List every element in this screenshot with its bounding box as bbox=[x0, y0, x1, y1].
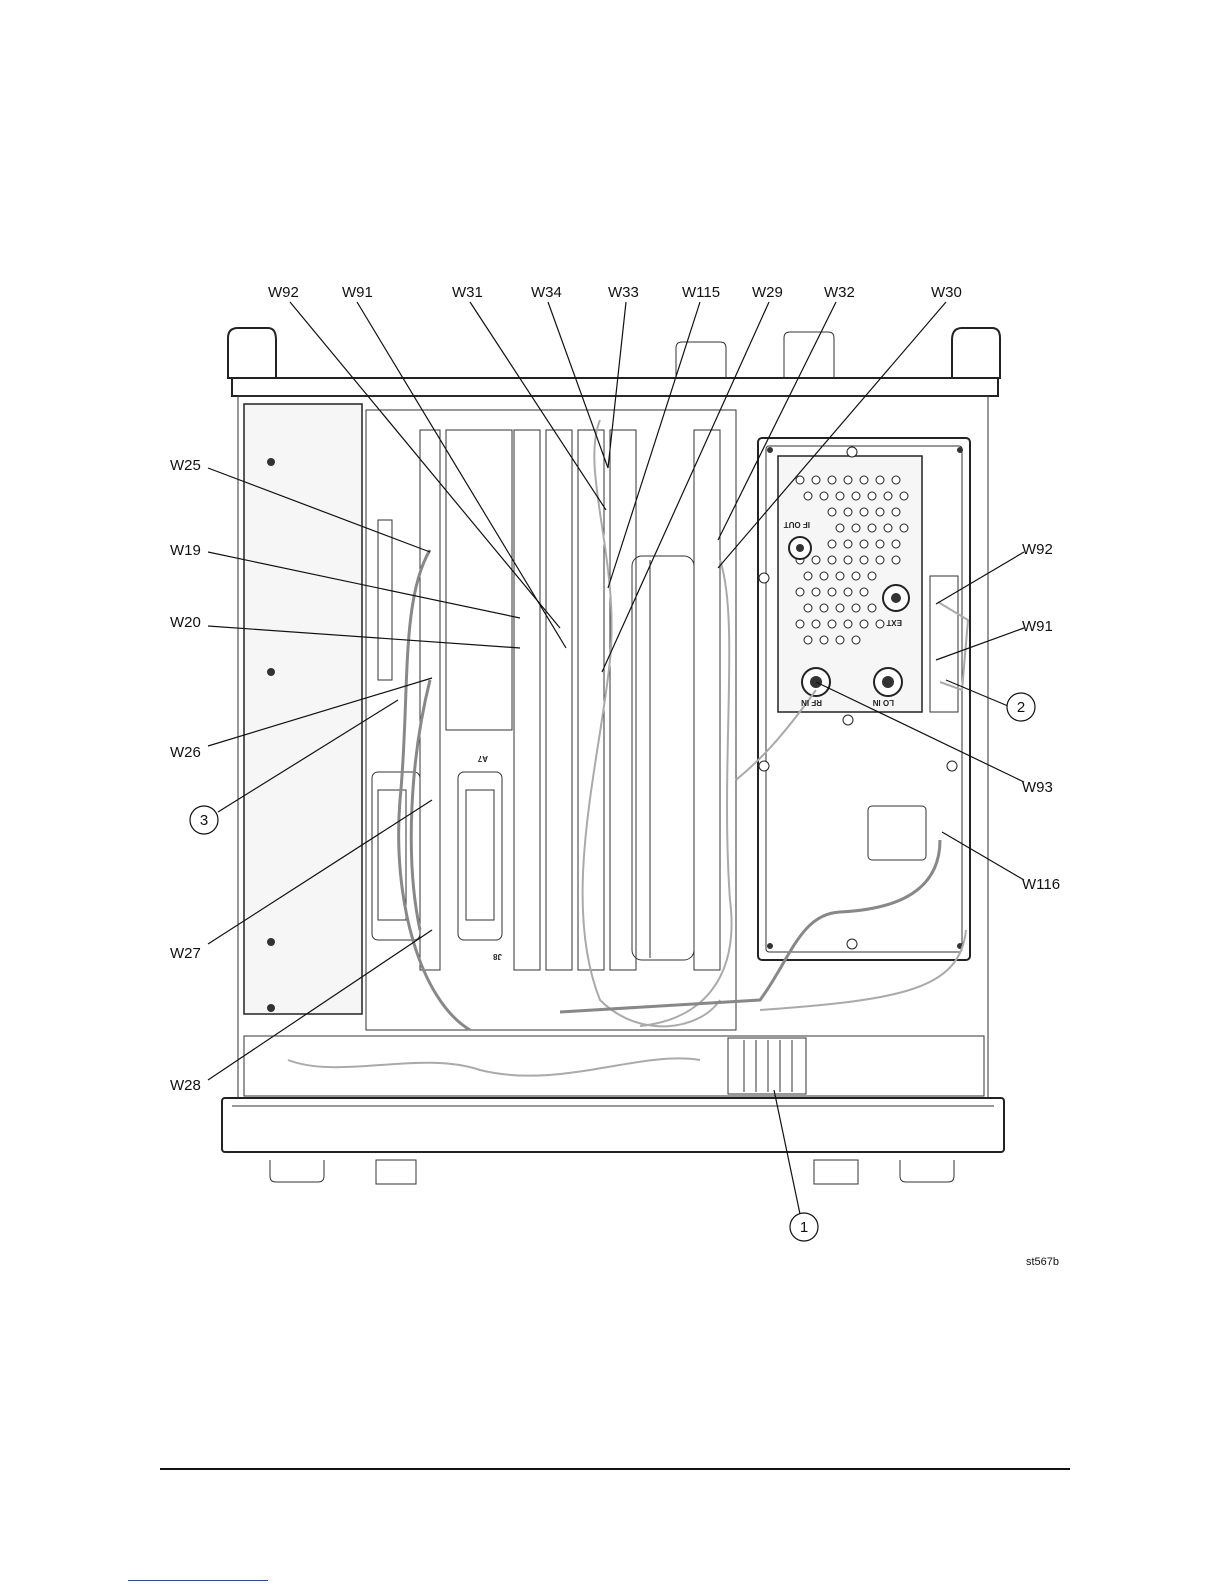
callout-circle-1: 1 bbox=[790, 1213, 818, 1241]
callout-w115: W115 bbox=[682, 284, 720, 301]
callout-w33: W33 bbox=[608, 284, 639, 301]
label-ext: EXT bbox=[886, 618, 902, 627]
callout-w30: W30 bbox=[931, 284, 962, 301]
top-callouts: W92 W91 W31 W34 W33 W115 W29 W32 W30 bbox=[268, 284, 962, 301]
bottom-link-underline bbox=[128, 1580, 268, 1581]
figure-id: st567b bbox=[1026, 1256, 1059, 1268]
callout-w116: W116 bbox=[1022, 876, 1060, 893]
callout-circle-2: 2 bbox=[1007, 693, 1035, 721]
callout-w26: W26 bbox=[170, 744, 201, 761]
callout-w27: W27 bbox=[170, 945, 201, 962]
instrument-chassis bbox=[222, 328, 1004, 1184]
callout-w29: W29 bbox=[752, 284, 783, 301]
callout-w91-top: W91 bbox=[342, 284, 373, 301]
callout-number-2: 2 bbox=[1017, 699, 1025, 716]
label-lo-in: LO IN bbox=[872, 698, 894, 707]
callout-w32: W32 bbox=[824, 284, 855, 301]
callout-w92-top: W92 bbox=[268, 284, 299, 301]
callout-w91-right: W91 bbox=[1022, 618, 1053, 635]
callout-w20: W20 bbox=[170, 614, 201, 631]
label-rf-in: RF IN bbox=[801, 698, 822, 707]
callout-w28: W28 bbox=[170, 1077, 201, 1094]
callout-w92-right: W92 bbox=[1022, 541, 1053, 558]
left-callouts: W25 W19 W20 W26 W27 W28 bbox=[170, 457, 201, 1094]
callout-number-3: 3 bbox=[200, 812, 208, 829]
callout-w25: W25 bbox=[170, 457, 201, 474]
label-if-out: IF OUT bbox=[784, 520, 810, 529]
callout-number-1: 1 bbox=[800, 1219, 808, 1236]
callout-circle-3: 3 bbox=[190, 806, 218, 834]
label-j8: J8 bbox=[493, 952, 502, 961]
callout-w34: W34 bbox=[531, 284, 562, 301]
callout-w93: W93 bbox=[1022, 779, 1053, 796]
callout-w31: W31 bbox=[452, 284, 483, 301]
callout-w19: W19 bbox=[170, 542, 201, 559]
footer-rule bbox=[160, 1468, 1070, 1470]
label-a7: A7 bbox=[477, 754, 488, 763]
